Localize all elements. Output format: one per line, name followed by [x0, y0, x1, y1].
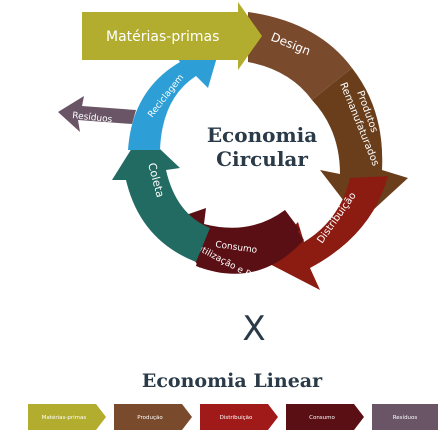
circular-title-line2: Circular: [216, 147, 308, 171]
recycling-segment: [128, 40, 222, 150]
circular-title-line1: Economia: [207, 123, 317, 147]
linear-step-production-label: Produção: [137, 415, 163, 421]
raw-materials-arrow: [82, 2, 262, 70]
linear-step-raw-materials: [28, 404, 106, 430]
collection-segment: [112, 132, 210, 262]
design-segment: [248, 12, 352, 100]
linear-step-waste-label: Resíduos: [393, 414, 418, 421]
linear-step-waste: [372, 404, 438, 430]
distribution-arrow: [262, 176, 388, 290]
waste-label: Resíduos: [72, 111, 113, 125]
linear-step-raw-materials-label: Matérias-primas: [42, 414, 87, 421]
linear-step-distribution: [200, 404, 278, 430]
linear-step-consumption: [286, 404, 364, 430]
linear-step-distribution-label: Distribuição: [220, 415, 253, 421]
raw-materials-label: Matérias-primas: [106, 29, 219, 45]
consumption-band: [196, 218, 304, 274]
waste-arrow: [58, 96, 136, 132]
linear-step-production: [114, 404, 192, 430]
linear-title: Economia Linear: [142, 370, 323, 392]
linear-step-consumption-label: Consumo: [309, 415, 335, 421]
versus-mark: X: [242, 309, 265, 349]
